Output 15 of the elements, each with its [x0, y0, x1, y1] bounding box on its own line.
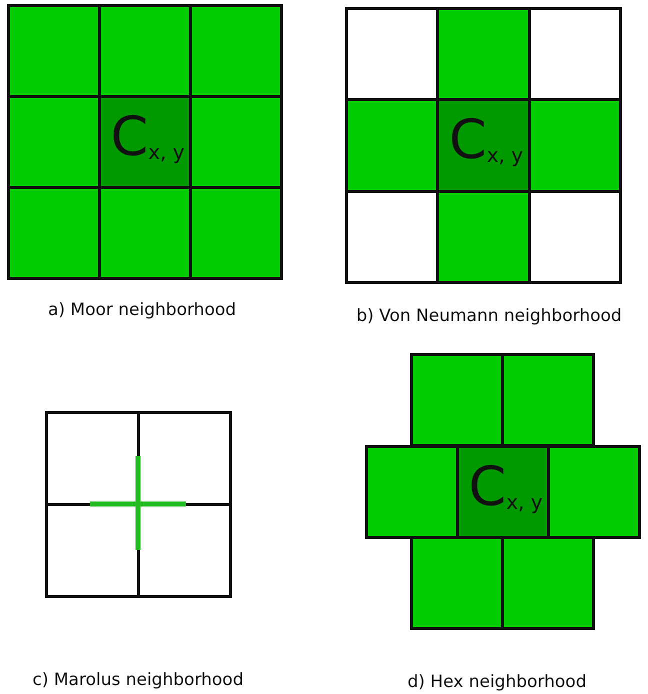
center-cell: [436, 98, 530, 192]
grid-cell: [436, 6, 530, 101]
grid-cell: [344, 98, 439, 192]
grid-cell: [6, 4, 100, 98]
panel-caption: c) Marolus neighborhood: [31, 670, 244, 690]
grid-cell: [410, 352, 504, 446]
grid-cell: [44, 410, 140, 506]
panel-caption: b) Von Neumann neighborhood: [355, 306, 623, 326]
grid-cell: [364, 444, 458, 538]
cell-label: C$_{x, y}$: [110, 110, 185, 164]
cell-label: C$_{x, y}$: [449, 113, 524, 167]
grid-cell: [344, 6, 439, 101]
panel-caption: d) Hex neighborhood: [406, 672, 588, 692]
cell-label: C$_{x, y}$: [468, 460, 543, 514]
panel-caption: a) Moor neighborhood: [46, 300, 238, 320]
